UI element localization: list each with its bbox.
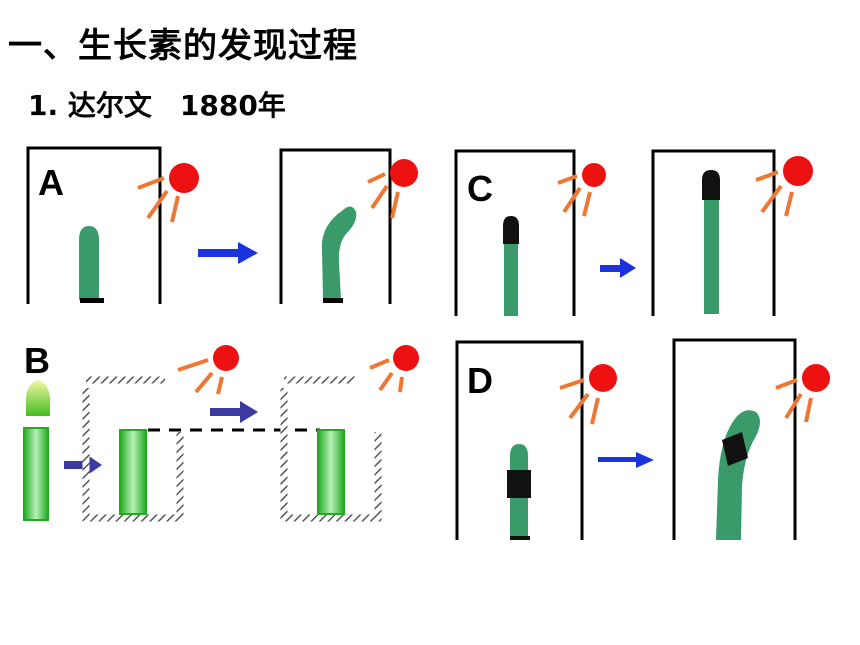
panel-c-seedling-stem <box>504 238 518 316</box>
panel-a-sun-icon-after <box>367 159 418 219</box>
panel-a-box-after <box>279 148 392 304</box>
panel-label-b: B <box>24 340 50 381</box>
panel-c-sun-icon-after <box>755 156 813 217</box>
panel-b-arrow-icon-2 <box>210 401 258 423</box>
panel-d-sun-icon <box>559 364 617 425</box>
panel-c <box>454 149 813 316</box>
panel-a-sun-icon <box>137 163 199 223</box>
panel-a-box-before <box>26 146 162 304</box>
panel-a-seedling-straight <box>79 226 99 300</box>
panel-b-agar-block <box>23 427 49 521</box>
panel-b-seedling-with-agar <box>119 429 147 515</box>
panel-b-box-before <box>82 388 184 522</box>
panel-d-box-before <box>455 340 584 540</box>
panel-a-seedling-base-after <box>323 298 343 303</box>
panel-a-seedling-base <box>80 298 104 303</box>
panel-b-sun-icon-after <box>369 345 419 393</box>
panel-c-opaque-cap-after <box>702 170 720 200</box>
experiment-subtitle: 1. 达尔文 1880年 <box>28 89 286 122</box>
panel-b-coleoptile-tip <box>26 380 50 416</box>
panel-d-sun-icon-after <box>775 364 830 423</box>
panel-d-opaque-band-after <box>722 432 748 466</box>
panel-c-arrow-icon <box>600 258 636 278</box>
panel-b <box>23 345 419 522</box>
panel-a-seedling-bent <box>321 206 357 300</box>
panel-label-d: D <box>467 360 493 401</box>
panel-d-opaque-band <box>507 470 531 498</box>
panel-label-c: C <box>467 168 493 209</box>
panel-b-arrow-icon <box>64 454 102 476</box>
page-title: 一、生长素的发现过程 <box>8 26 358 66</box>
panel-b-box-after <box>280 388 382 522</box>
panel-b-sun-icon <box>177 345 239 395</box>
panel-d-box-after <box>672 338 797 540</box>
panel-label-a: A <box>38 162 64 203</box>
panel-c-sun-icon <box>557 163 606 217</box>
panel-d <box>455 338 830 540</box>
panel-a <box>26 146 418 304</box>
panel-d-base <box>510 536 530 540</box>
panel-c-seedling-tall <box>704 196 719 314</box>
panel-d-arrow-icon <box>598 452 654 468</box>
panel-c-box-after <box>651 149 776 316</box>
panel-a-arrow-icon <box>198 242 258 264</box>
panel-b-seedling-after <box>317 429 345 515</box>
panel-d-seedling-bent <box>716 410 760 540</box>
panel-c-box-before <box>454 149 576 316</box>
panel-c-opaque-cap <box>503 216 519 244</box>
